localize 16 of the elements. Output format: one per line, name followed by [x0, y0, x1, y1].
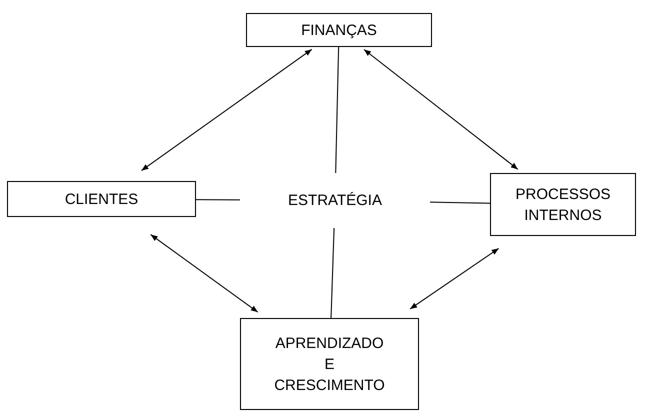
connector-line: [430, 202, 490, 204]
perspective-box: [240, 318, 419, 410]
connector-line: [335, 46, 340, 174]
perspective-box: [7, 181, 196, 217]
perspective-box: [490, 173, 636, 236]
connector-line: [196, 199, 240, 200]
connector-line: [330, 228, 335, 318]
double-arrow: [363, 48, 518, 170]
perspective-label: PROCESSOS INTERNOS: [514, 184, 612, 226]
perspective-label: FINANÇAS: [301, 20, 377, 40]
double-arrow: [410, 248, 500, 310]
double-arrow: [150, 234, 258, 313]
double-arrow: [140, 48, 312, 172]
perspective-label: APRENDIZADO E CRESCIMENTO: [273, 334, 386, 396]
perspective-box: [246, 13, 432, 47]
perspective-label: CLIENTES: [64, 190, 138, 210]
